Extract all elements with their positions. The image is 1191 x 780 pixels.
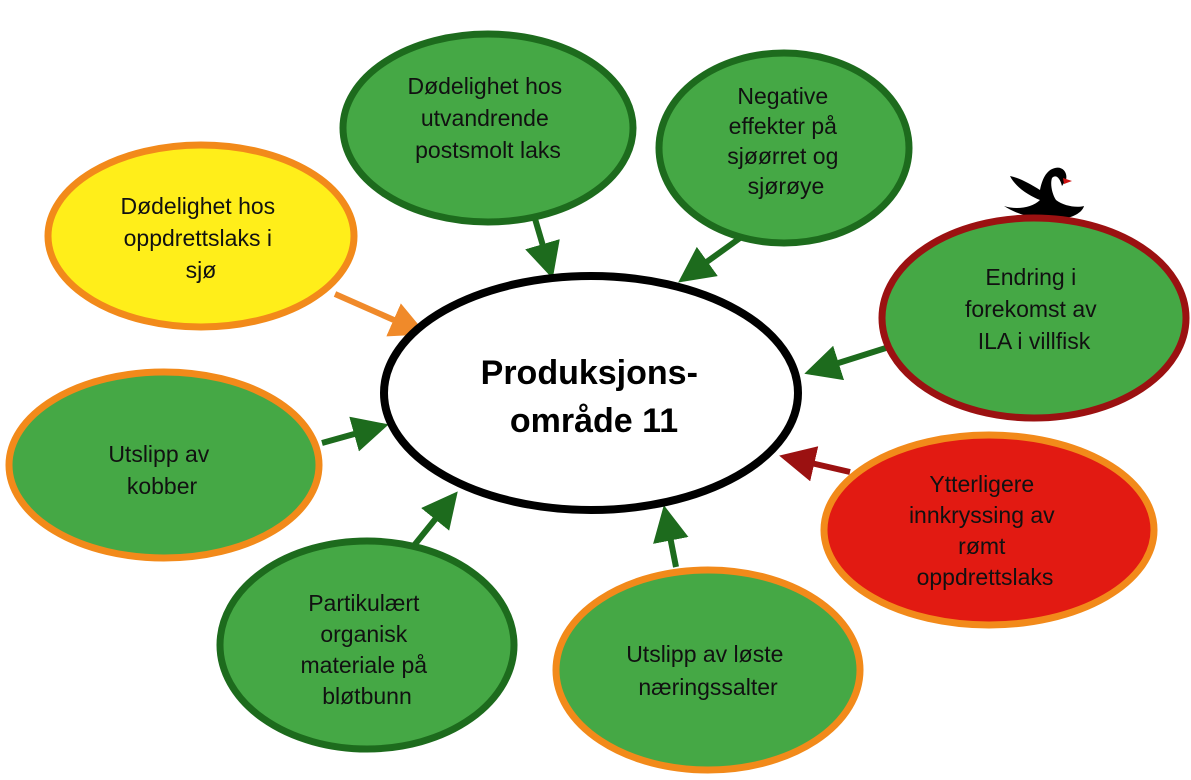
node-naeringssalter: Utslipp av løste næringssalter xyxy=(552,566,864,774)
node-utslipp-kobber: Utslipp av kobber xyxy=(5,368,323,562)
node-negative-effekter-label: Negative effekter på sjøørret og sjørøye xyxy=(727,83,845,199)
arrow-kobber-to-center xyxy=(321,416,389,452)
node-dodelighet-postsmolt-label: Dødelighet hos utvandrende postsmolt lak… xyxy=(407,73,568,163)
arrow-partikulaert-to-center xyxy=(409,491,458,550)
arrows xyxy=(321,211,890,568)
arrow-ila-to-center xyxy=(804,344,890,381)
node-endring-ila-label: Endring i forekomst av ILA i villfisk xyxy=(965,264,1103,354)
node-naeringssalter-label: Utslipp av løste næringssalter xyxy=(626,641,790,700)
node-negative-effekter: Negative effekter på sjøørret og sjørøye xyxy=(655,49,913,247)
arrow-innkryssing-to-center xyxy=(779,446,851,482)
node-innkryssing-label: Ytterligere innkryssing av rømt oppdrett… xyxy=(909,471,1061,590)
center-label: Produksjons- område 11 xyxy=(481,354,708,440)
center-node: Produksjons- område 11 xyxy=(380,272,802,514)
arrow-oppdrett-to-center xyxy=(333,291,427,337)
node-partikulaert-label: Partikulært organisk materiale på bløtbu… xyxy=(301,590,434,709)
node-utslipp-kobber-label: Utslipp av kobber xyxy=(108,441,215,499)
node-dodelighet-postsmolt: Dødelighet hos utvandrende postsmolt lak… xyxy=(339,30,637,226)
black-swan-icon xyxy=(998,157,1088,222)
arrow-naeringssalter-to-center xyxy=(653,505,689,568)
node-partikulaert: Partikulært organisk materiale på bløtbu… xyxy=(216,537,518,753)
node-innkryssing: Ytterligere innkryssing av rømt oppdrett… xyxy=(820,431,1158,629)
arrow-postsmolt-to-center xyxy=(525,211,560,279)
arrow-negative-to-center xyxy=(678,235,742,283)
node-dodelighet-oppdrett-label: Dødelighet hos oppdrettslaks i sjø xyxy=(120,193,281,283)
node-dodelighet-oppdrett: Dødelighet hos oppdrettslaks i sjø xyxy=(44,141,358,331)
node-endring-ila: Endring i forekomst av ILA i villfisk xyxy=(878,214,1190,422)
